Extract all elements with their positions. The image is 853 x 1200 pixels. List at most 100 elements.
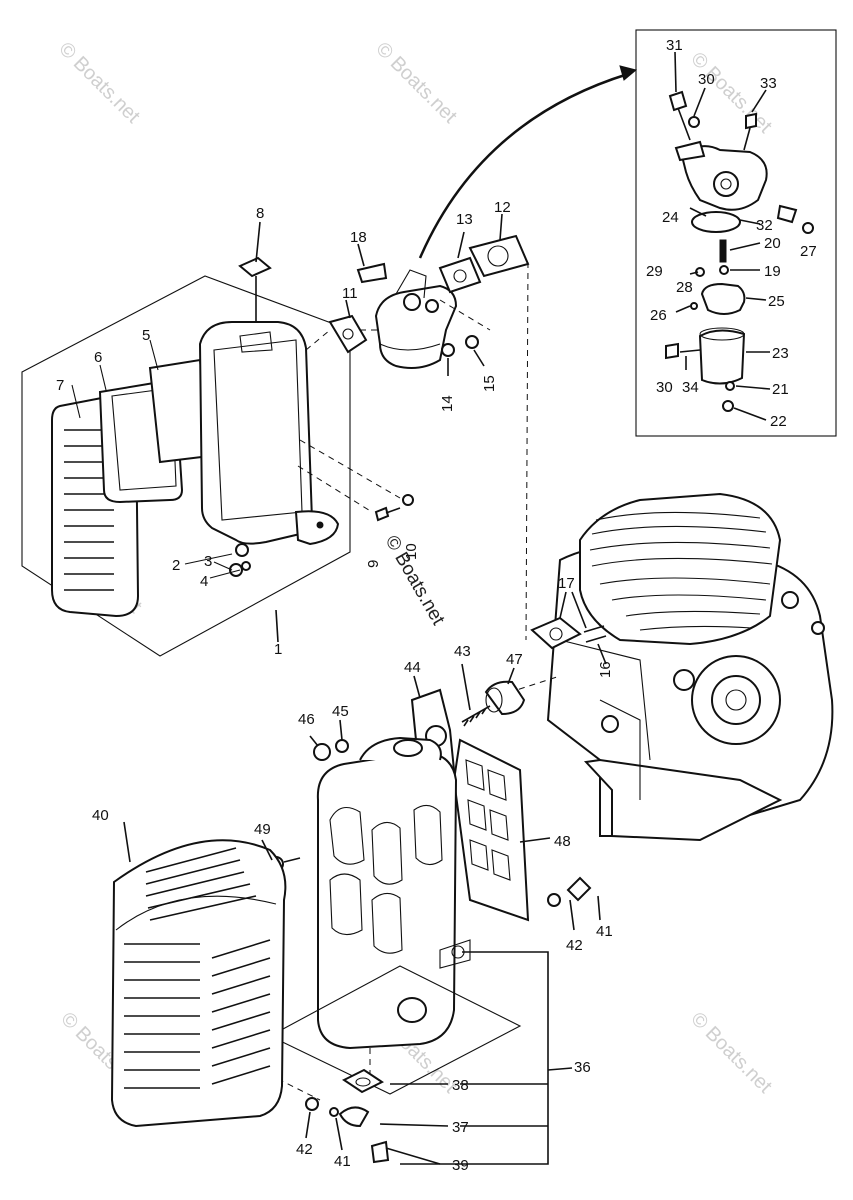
gasket-38 bbox=[342, 1068, 384, 1094]
shield-slots bbox=[465, 759, 511, 881]
gasket-24 bbox=[691, 211, 741, 233]
label-42-right: 42 bbox=[566, 937, 583, 954]
label-31: 31 bbox=[666, 37, 683, 54]
choke-lever bbox=[356, 262, 388, 284]
screw-32 bbox=[776, 204, 798, 224]
label-33: 33 bbox=[760, 75, 777, 92]
label-15: 15 bbox=[481, 375, 498, 392]
muffler-assembly bbox=[110, 663, 601, 1165]
heat-shield-48 bbox=[452, 738, 530, 922]
label-2: 2 bbox=[172, 557, 180, 574]
bolt-41-right bbox=[566, 876, 592, 902]
small-parts-2-3-4 bbox=[229, 543, 251, 577]
bolt-22 bbox=[722, 400, 734, 412]
inset-arrow bbox=[418, 72, 629, 259]
intake-gasket-17 bbox=[530, 616, 582, 650]
label-37: 37 bbox=[452, 1119, 469, 1136]
callout-labels: 8 18 13 12 11 5 6 7 14 15 9 10 2 3 4 1 3… bbox=[56, 37, 817, 1174]
plug-39 bbox=[370, 1140, 390, 1164]
label-6: 6 bbox=[94, 349, 102, 366]
muffler-cover bbox=[110, 839, 287, 1128]
washer-42-bottom bbox=[305, 1097, 319, 1111]
float-bowl-23 bbox=[698, 327, 746, 385]
screw-30b bbox=[665, 342, 679, 360]
label-30-bottom: 30 bbox=[656, 379, 673, 396]
engine-block bbox=[530, 492, 834, 842]
air-cleaner-assembly bbox=[21, 221, 414, 657]
watermark-3: © Boats.net bbox=[686, 48, 776, 138]
washer-42-right bbox=[547, 893, 561, 907]
label-49: 49 bbox=[254, 821, 271, 838]
label-28: 28 bbox=[676, 279, 693, 296]
screw-26 bbox=[690, 302, 698, 310]
washer-10 bbox=[402, 494, 414, 506]
muffler-base-outline bbox=[268, 965, 522, 1095]
label-8: 8 bbox=[256, 205, 264, 222]
nut-14 bbox=[441, 343, 455, 357]
spring-30 bbox=[688, 116, 700, 128]
label-19: 19 bbox=[764, 263, 781, 280]
choke-arm-detail bbox=[674, 140, 706, 162]
bolt-9 bbox=[374, 506, 401, 522]
label-45: 45 bbox=[332, 703, 349, 720]
label-18: 18 bbox=[350, 229, 367, 246]
label-38: 38 bbox=[452, 1077, 469, 1094]
muffler-joint-47 bbox=[484, 680, 526, 716]
label-16: 16 bbox=[597, 661, 614, 678]
label-13: 13 bbox=[456, 211, 473, 228]
washer-21 bbox=[725, 381, 735, 391]
label-36: 36 bbox=[574, 1059, 591, 1076]
cover-vents-top bbox=[145, 847, 257, 921]
label-10: 10 bbox=[403, 543, 420, 560]
nut-46 bbox=[313, 743, 331, 761]
label-29: 29 bbox=[646, 263, 663, 280]
label-46: 46 bbox=[298, 711, 315, 728]
float-25 bbox=[700, 282, 746, 315]
label-32: 32 bbox=[756, 217, 773, 234]
carburetor-inset bbox=[635, 29, 837, 437]
stud-43 bbox=[461, 705, 491, 727]
air-cleaner-case bbox=[198, 321, 314, 545]
cooling-fins bbox=[589, 511, 773, 631]
plate-37 bbox=[338, 1106, 370, 1128]
label-47: 47 bbox=[506, 651, 523, 668]
label-27: 27 bbox=[800, 243, 817, 260]
label-4: 4 bbox=[200, 573, 208, 590]
cover-slots bbox=[64, 429, 114, 591]
label-17: 17 bbox=[558, 575, 575, 592]
label-26: 26 bbox=[650, 307, 667, 324]
watermark-7: © Boats.net bbox=[686, 1008, 776, 1098]
label-11: 11 bbox=[342, 285, 358, 302]
washer-27 bbox=[802, 222, 814, 234]
label-14: 14 bbox=[439, 395, 456, 412]
label-3: 3 bbox=[204, 553, 212, 570]
muffler-cutouts bbox=[329, 804, 443, 954]
washer-15 bbox=[465, 335, 479, 349]
gasket-8 bbox=[238, 256, 272, 278]
screw-33 bbox=[743, 112, 757, 151]
muffler-body bbox=[316, 750, 458, 1050]
arrow-head bbox=[619, 65, 638, 81]
label-1: 1 bbox=[274, 641, 282, 658]
washer-45 bbox=[335, 739, 349, 753]
label-9: 9 bbox=[365, 560, 382, 568]
cover-vents-front bbox=[124, 939, 271, 1089]
air-cleaner-group-outline bbox=[21, 275, 351, 657]
label-41-bottom: 41 bbox=[334, 1153, 351, 1170]
inset-frame bbox=[635, 29, 837, 437]
engine-base bbox=[583, 758, 783, 842]
label-44: 44 bbox=[404, 659, 421, 676]
label-39: 39 bbox=[452, 1157, 469, 1174]
label-30-top: 30 bbox=[698, 71, 715, 88]
label-43: 43 bbox=[454, 643, 471, 660]
label-42-bottom: 42 bbox=[296, 1141, 313, 1158]
screw-31 bbox=[668, 90, 691, 141]
label-40: 40 bbox=[92, 807, 109, 824]
watermark-2: © Boats.net bbox=[371, 38, 461, 128]
bolt-41-bottom bbox=[329, 1107, 339, 1117]
insulator-13 bbox=[438, 256, 482, 294]
gasket-11 bbox=[328, 314, 368, 354]
label-34: 34 bbox=[682, 379, 699, 396]
label-20: 20 bbox=[764, 235, 781, 252]
